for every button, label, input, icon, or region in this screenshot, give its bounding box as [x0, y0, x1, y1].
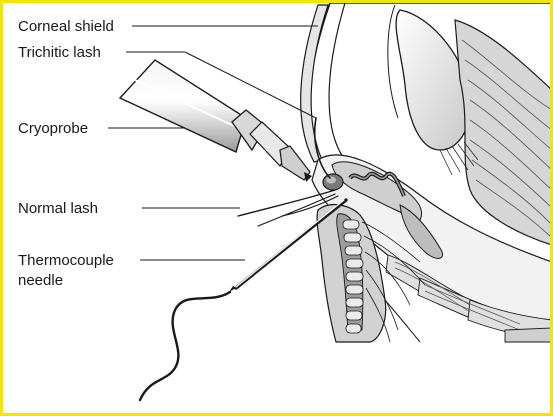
label-trichitic-lash: Trichitic lash	[18, 44, 101, 61]
normal-lash	[237, 189, 336, 217]
thermocouple-wire	[138, 290, 232, 402]
cryoprobe	[118, 59, 312, 182]
label-cryoprobe: Cryoprobe	[18, 120, 88, 137]
label-normal-lash: Normal lash	[18, 200, 98, 217]
leader-lines	[108, 25, 318, 261]
label-corneal-shield: Corneal shield	[18, 18, 114, 35]
lower-lid-column	[316, 203, 550, 343]
ciliary-body	[439, 19, 550, 245]
trichitic-lash	[313, 117, 331, 179]
label-thermocouple: Thermocouple	[18, 252, 114, 269]
thermocouple-needle	[138, 198, 348, 402]
lashes	[237, 117, 339, 227]
label-thermocouple-needle: needle	[18, 272, 63, 289]
